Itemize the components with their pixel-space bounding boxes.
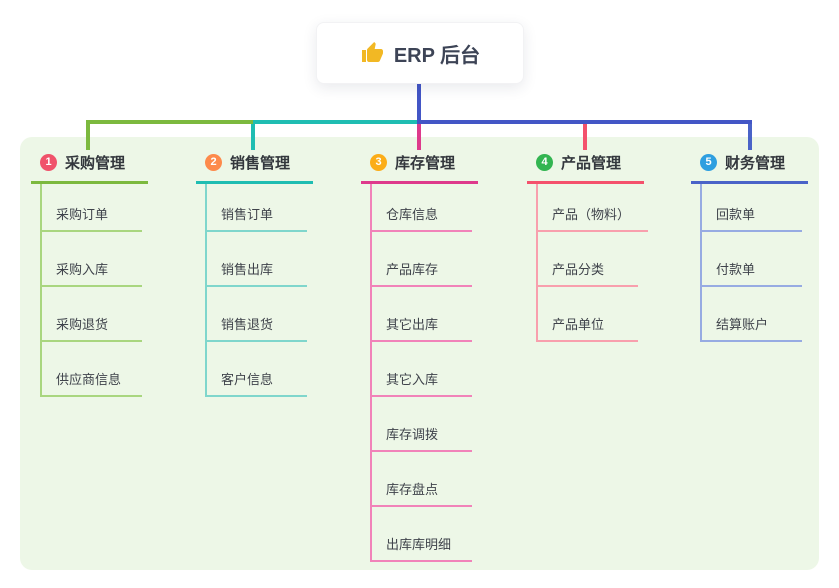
branch-header-node[interactable]: 5 财务管理: [691, 145, 808, 184]
branch-column-2: 2 销售管理 销售订单销售出库销售退货客户信息: [196, 145, 346, 397]
mindmap-node[interactable]: 付款单: [702, 232, 839, 287]
mindmap-node[interactable]: 回款单: [702, 184, 839, 232]
branch-header-node[interactable]: 2 销售管理: [196, 145, 313, 184]
branch-number-badge: 1: [40, 154, 57, 171]
mindmap-node-label: 销售退货: [207, 314, 307, 342]
mindmap-node[interactable]: 销售退货: [207, 287, 346, 342]
mindmap-node[interactable]: 结算账户: [702, 287, 839, 342]
branch-children: 产品（物料） 产品分类产品单位: [536, 184, 677, 342]
mindmap-node[interactable]: 产品库存: [372, 232, 511, 287]
mindmap-node[interactable]: 采购订单: [42, 184, 181, 232]
mindmap-node-label: 供应商信息: [42, 369, 142, 397]
mindmap-node-label: 产品（物料）: [538, 204, 649, 232]
branch-label: 财务管理: [725, 155, 786, 172]
mindmap-node[interactable]: 产品单位: [538, 287, 677, 342]
branch-label: 产品管理: [561, 155, 622, 172]
mindmap-node-label: 客户信息: [207, 369, 307, 397]
mindmap-node-label: 产品单位: [538, 314, 638, 342]
branch-children: 销售订单销售出库销售退货客户信息: [205, 184, 346, 397]
mindmap-node[interactable]: 产品（物料）: [538, 184, 677, 232]
branch-number-badge: 4: [536, 154, 553, 171]
branch-label: 销售管理: [230, 155, 291, 172]
branch-children: 采购订单采购入库采购退货供应商信息: [40, 184, 181, 397]
branch-column-4: 4 产品管理 产品（物料） 产品分类产品单位: [527, 145, 677, 342]
branch-header-node[interactable]: 3 库存管理: [361, 145, 478, 184]
thumbs-up-icon: [360, 41, 384, 65]
mindmap-node-label: 出库库明细: [372, 534, 472, 562]
branch-number-badge: 2: [205, 154, 222, 171]
branch-number-badge: 3: [370, 154, 387, 171]
mindmap-node[interactable]: 其它入库: [372, 342, 511, 397]
mindmap-node[interactable]: 采购入库: [42, 232, 181, 287]
mindmap-node[interactable]: 出库库明细: [372, 507, 511, 562]
mindmap-node-label: 仓库信息: [372, 204, 472, 232]
mindmap-node[interactable]: 库存盘点: [372, 452, 511, 507]
mindmap-node-label: 其它入库: [372, 369, 472, 397]
mindmap-node-label: 结算账户: [702, 314, 802, 342]
mindmap-node[interactable]: 客户信息: [207, 342, 346, 397]
mindmap-node-label: 产品库存: [372, 259, 472, 287]
mindmap-node[interactable]: 其它出库: [372, 287, 511, 342]
mindmap-node-label: 产品分类: [538, 259, 638, 287]
mindmap-node[interactable]: 产品分类: [538, 232, 677, 287]
mindmap-node-label: 销售出库: [207, 259, 307, 287]
mindmap-node[interactable]: 库存调拨: [372, 397, 511, 452]
root-node[interactable]: ERP 后台: [316, 22, 524, 84]
mindmap-node[interactable]: 仓库信息: [372, 184, 511, 232]
branch-header-node[interactable]: 1 采购管理: [31, 145, 148, 184]
branch-column-5: 5 财务管理 回款单付款单结算账户: [691, 145, 839, 342]
mindmap-node-label: 销售订单: [207, 204, 307, 232]
mindmap-node-label: 采购退货: [42, 314, 142, 342]
branches-background-panel: [20, 137, 819, 570]
mindmap-node-label: 库存调拨: [372, 424, 472, 452]
mindmap-node[interactable]: 销售出库: [207, 232, 346, 287]
branch-number-badge: 5: [700, 154, 717, 171]
branch-column-1: 1 采购管理 采购订单采购入库采购退货供应商信息: [31, 145, 181, 397]
mindmap-node[interactable]: 采购退货: [42, 287, 181, 342]
mindmap-node-label: 采购入库: [42, 259, 142, 287]
branch-children: 仓库信息产品库存其它出库其它入库库存调拨库存盘点出库库明细: [370, 184, 511, 562]
mindmap-node-label: 付款单: [702, 259, 802, 287]
thumbs-up-path: [361, 42, 383, 62]
mindmap-node-label: 采购订单: [42, 204, 142, 232]
branch-label: 采购管理: [65, 155, 126, 172]
mindmap-node-label: 其它出库: [372, 314, 472, 342]
mindmap-node-label: 库存盘点: [372, 479, 472, 507]
branch-children: 回款单付款单结算账户: [700, 184, 839, 342]
branch-header-node[interactable]: 4 产品管理: [527, 145, 644, 184]
root-node-label: ERP 后台: [393, 44, 481, 67]
branch-column-3: 3 库存管理 仓库信息产品库存其它出库其它入库库存调拨库存盘点出库库明细: [361, 145, 511, 562]
branch-label: 库存管理: [395, 155, 456, 172]
mindmap-node-label: 回款单: [702, 204, 802, 232]
mindmap-node[interactable]: 供应商信息: [42, 342, 181, 397]
mindmap-node[interactable]: 销售订单: [207, 184, 346, 232]
